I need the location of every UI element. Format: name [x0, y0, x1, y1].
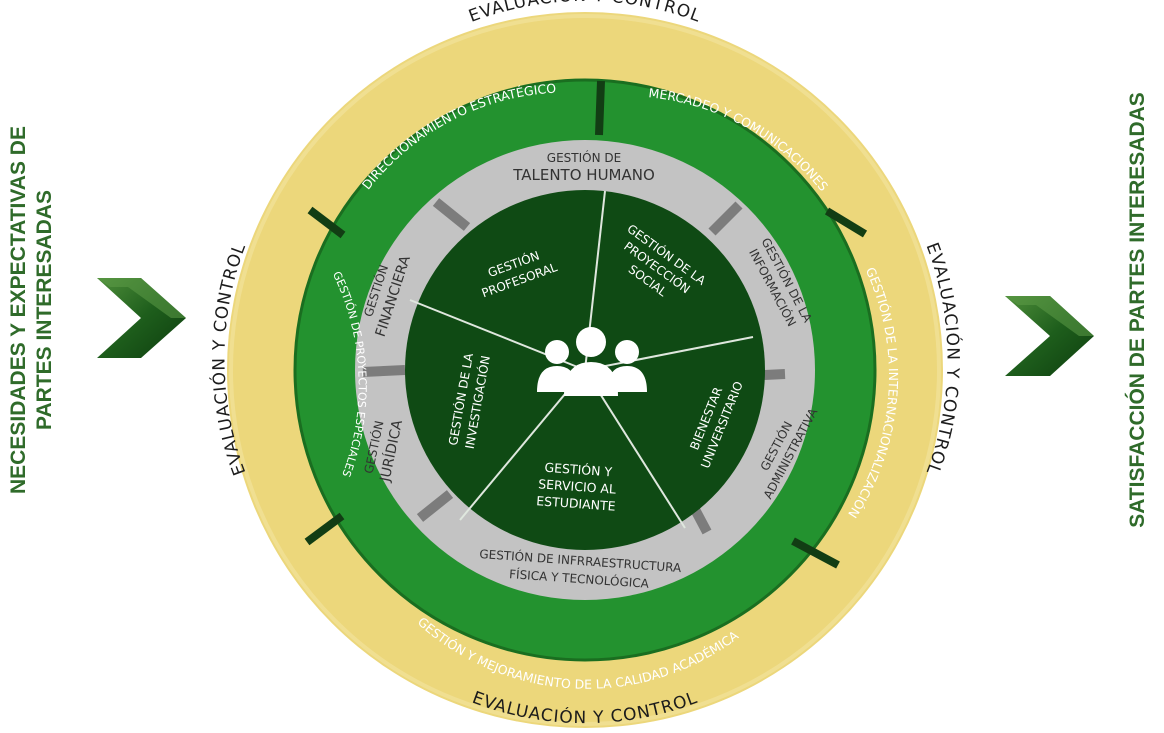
strategic-ring-dividers [304, 80, 868, 569]
svg-text:GESTIÓN Y: GESTIÓN Y [544, 460, 613, 480]
svg-text:GESTIÓN DE: GESTIÓN DE [547, 150, 621, 165]
label-servicio-estudiante: GESTIÓN Y SERVICIO AL ESTUDIANTE [536, 460, 617, 514]
svg-text:ESTUDIANTE: ESTUDIANTE [536, 493, 616, 514]
label-talento-humano: GESTIÓN DE TALENTO HUMANO [512, 150, 655, 184]
svg-text:SERVICIO AL: SERVICIO AL [538, 476, 617, 496]
left-chevron-icon [97, 278, 186, 358]
svg-text:TALENTO HUMANO: TALENTO HUMANO [512, 166, 655, 184]
right-chevron-icon [1005, 296, 1094, 376]
people-group-icon [537, 327, 647, 396]
